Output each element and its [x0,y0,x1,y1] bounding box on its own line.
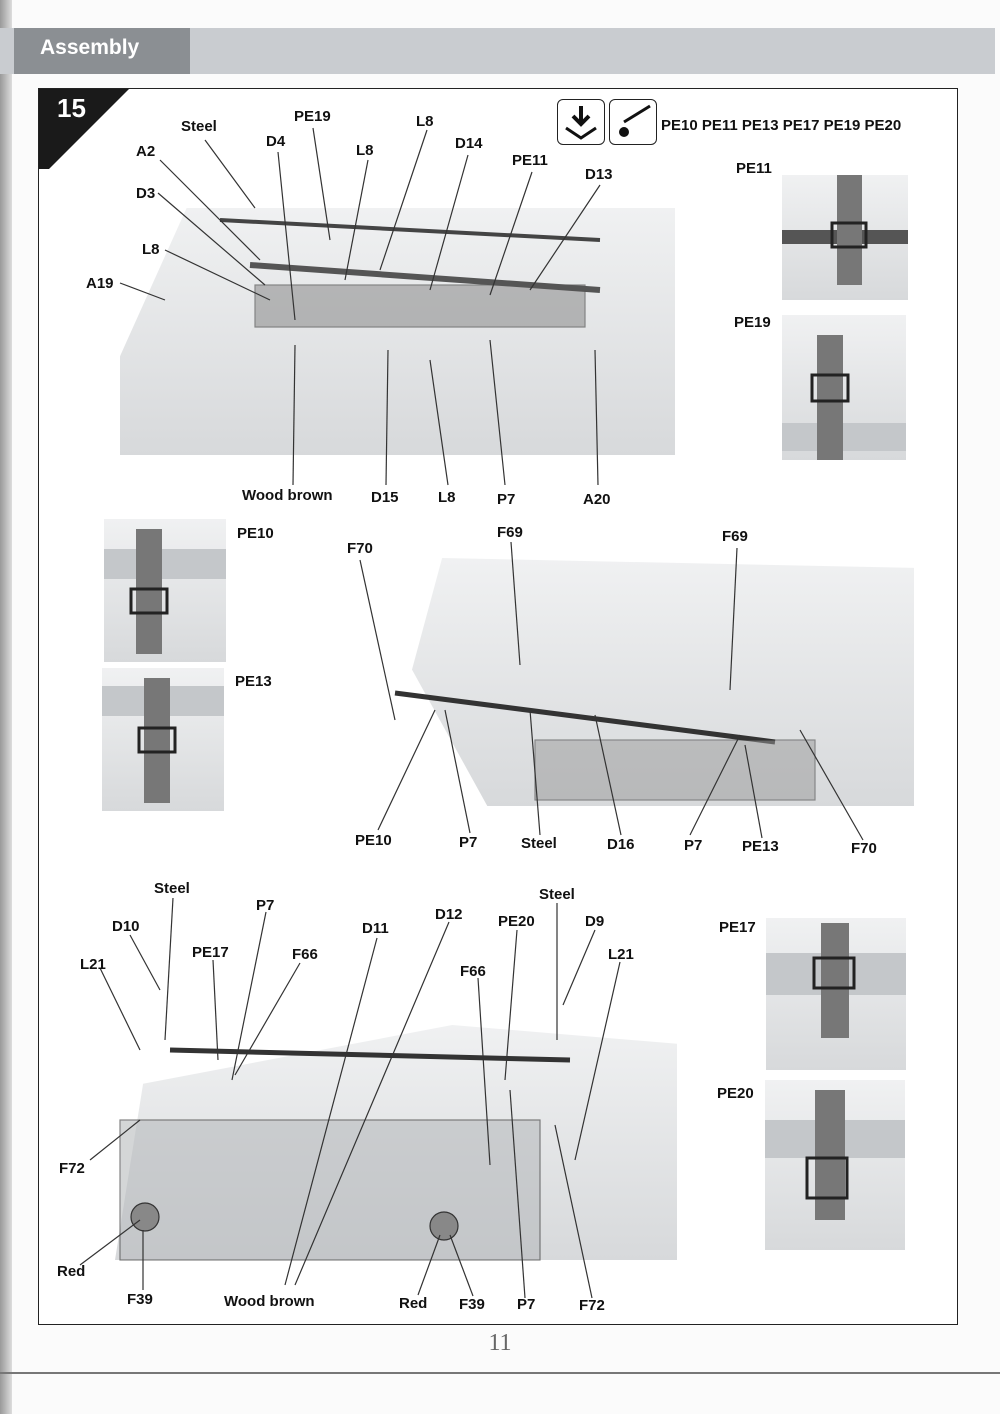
label-pe13: PE13 [742,838,779,855]
label-f70: F70 [851,840,877,857]
label-a19: A19 [86,275,114,292]
label-l21: L21 [80,956,106,973]
label-pe20: PE20 [498,913,535,930]
label-l8: L8 [438,489,456,506]
label-d15: D15 [371,489,399,506]
label-f39: F39 [459,1296,485,1313]
label-steel: Steel [539,886,575,903]
page-edge [0,0,12,1414]
inset-label-pe11: PE11 [736,160,772,177]
label-pe17: PE17 [192,944,229,961]
label-p7: P7 [459,834,478,851]
label-d9: D9 [585,913,605,930]
inset-pe13 [102,668,224,811]
inset-pe17 [766,918,906,1070]
label-f72: F72 [59,1160,85,1177]
label-steel: Steel [181,118,217,135]
label-p7: P7 [497,491,516,508]
label-a2: A2 [136,143,156,160]
page-number: 11 [488,1330,512,1356]
inset-label-pe13: PE13 [235,673,272,690]
label-d4: D4 [266,133,286,150]
label-red: Red [399,1295,428,1312]
label-wood-brown: Wood brown [242,487,333,504]
label-p7: P7 [684,837,703,854]
label-d3: D3 [136,185,156,202]
label-f66: F66 [460,963,486,980]
label-d14: D14 [455,135,483,152]
step-badge [39,89,129,169]
label-d11: D11 [362,920,389,937]
label-d16: D16 [607,836,635,853]
label-l8: L8 [142,241,160,258]
label-steel: Steel [521,835,557,852]
label-pe19: PE19 [294,108,331,125]
label-l8: L8 [356,142,374,159]
label-d10: D10 [112,918,140,935]
inset-label-pe19: PE19 [734,314,771,331]
section-header: Assembly [0,28,995,74]
label-d12: D12 [435,906,463,923]
label-steel: Steel [154,880,190,897]
label-f66: F66 [292,946,318,963]
hull-top-diagram [120,208,675,455]
label-f69: F69 [497,524,523,541]
inset-pe19 [782,315,906,460]
step-number: 15 [57,93,86,123]
section-title: Assembly [40,36,140,59]
inset-pe11 [782,175,908,300]
footer-rule [0,1372,1000,1374]
label-a20: A20 [583,491,611,508]
label-l8: L8 [416,113,434,130]
label-p7: P7 [256,897,275,914]
label-d13: D13 [585,166,613,183]
paint-icon [609,99,657,145]
label-f69: F69 [722,528,748,545]
inset-label-pe17: PE17 [719,919,756,936]
label-l21: L21 [608,946,634,963]
inset-pe10 [104,519,226,662]
inset-label-pe10: PE10 [237,525,274,542]
label-red: Red [57,1263,86,1280]
parts-list: PE10 PE11 PE13 PE17 PE19 PE20 [661,117,902,134]
inset-pe20 [765,1080,905,1250]
label-f72: F72 [579,1297,605,1314]
label-f70: F70 [347,540,373,557]
label-p7: P7 [517,1296,536,1313]
label-pe11: PE11 [512,152,548,169]
label-f39: F39 [127,1291,153,1308]
label-wood-brown: Wood brown [224,1293,315,1310]
glue-arrow-icon [557,99,605,145]
inset-label-pe20: PE20 [717,1085,754,1102]
label-pe10: PE10 [355,832,392,849]
section-tab: Assembly [14,28,190,74]
